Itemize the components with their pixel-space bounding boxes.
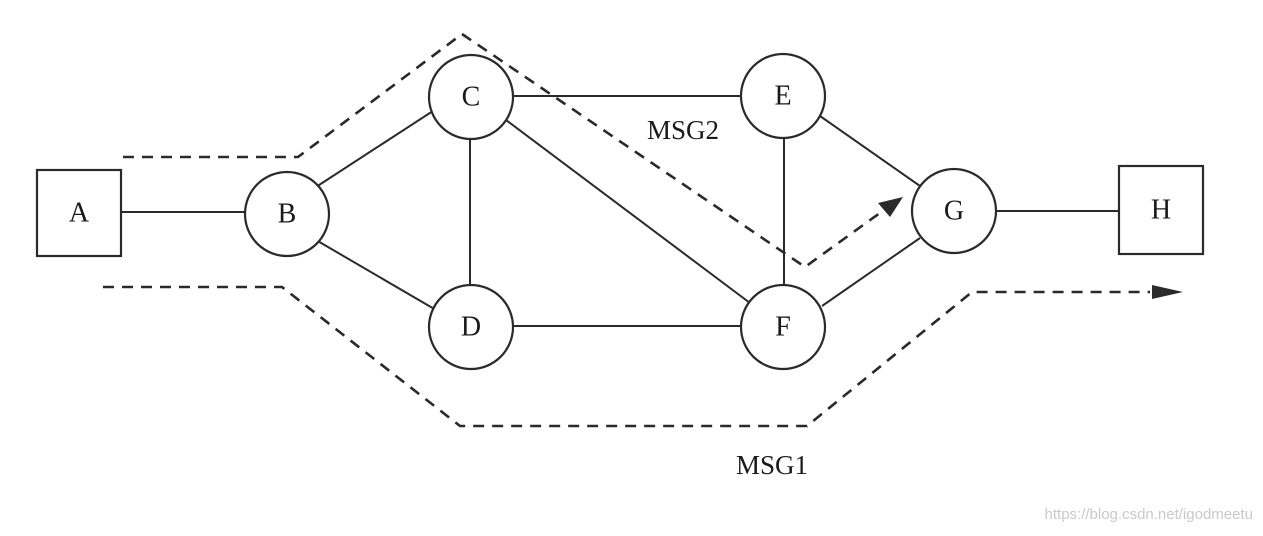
node-g: G: [910, 167, 998, 255]
node-a-label: A: [69, 198, 90, 229]
node-a: A: [35, 168, 123, 258]
edge-c-f: [505, 119, 751, 304]
watermark-text: https://blog.csdn.net/igodmeetu: [1045, 506, 1253, 523]
node-d: D: [427, 283, 515, 371]
node-layer: A B C D E F G: [35, 52, 1205, 371]
edge-layer: [121, 95, 1119, 327]
node-e: E: [739, 52, 827, 140]
edge-e-g: [819, 115, 921, 187]
msg2-route: [123, 32, 885, 269]
node-f-label: F: [775, 312, 791, 343]
node-d-label: D: [461, 312, 481, 343]
node-c-label: C: [462, 82, 481, 113]
msg2-label: MSG2: [647, 115, 719, 145]
msg1-arrowhead: [1152, 285, 1183, 299]
node-f: F: [739, 283, 827, 371]
edge-f-g: [821, 237, 921, 307]
node-g-label: G: [944, 196, 964, 227]
node-h: H: [1117, 164, 1205, 256]
node-e-label: E: [774, 81, 791, 112]
node-b: B: [243, 170, 331, 258]
msg1-label: MSG1: [736, 450, 808, 480]
node-c: C: [427, 53, 515, 141]
node-b-label: B: [278, 199, 297, 230]
node-h-label: H: [1151, 195, 1171, 226]
msg2-arrowhead: [878, 197, 903, 217]
route-layer: [103, 32, 1183, 428]
msg1-route: [103, 285, 1150, 428]
edge-b-d: [315, 239, 437, 311]
edge-b-c: [315, 108, 437, 188]
